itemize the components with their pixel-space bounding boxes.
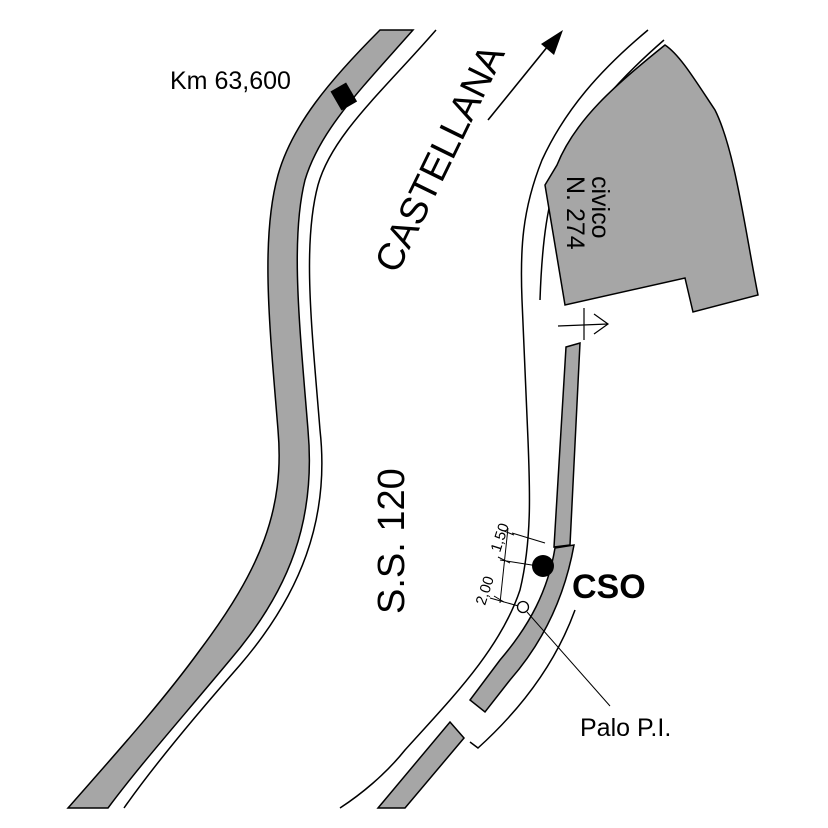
- east-lower-outer-line: [469, 609, 576, 749]
- road-code-label: S.S. 120: [371, 468, 413, 614]
- civic-building: [544, 44, 759, 313]
- civic-label-line2: N. 274: [561, 176, 589, 250]
- sidewalk-upper: [553, 341, 581, 548]
- dimension-lines: [489, 527, 546, 608]
- civic-label-line1: civico: [586, 176, 614, 239]
- dimension-upper-label: 1,50: [488, 521, 513, 554]
- west-road-edge: [66, 29, 437, 809]
- filled-circle-icon: [532, 555, 554, 577]
- cso-label: CSO: [572, 568, 646, 606]
- open-circle-icon: [516, 600, 530, 614]
- sidewalk-middle: [468, 544, 575, 714]
- palo-label: Palo P.I.: [580, 714, 671, 742]
- west-gray-strip: [66, 29, 415, 809]
- km-marker-label: Km 63,600: [170, 67, 291, 95]
- road-name-label: CASTELLANA: [367, 38, 513, 279]
- west-outer-line: [123, 29, 437, 809]
- entrance-arrow-icon: [557, 308, 610, 340]
- east-sidewalks: [376, 341, 581, 809]
- east-edge-line-inner: [339, 29, 649, 809]
- palo-leader-line: [526, 611, 611, 707]
- dimension-lower-label: 2,00: [473, 574, 498, 607]
- km-marker-post: [330, 82, 358, 111]
- arrow-icon: [487, 30, 563, 121]
- sidewalk-lower: [376, 720, 465, 809]
